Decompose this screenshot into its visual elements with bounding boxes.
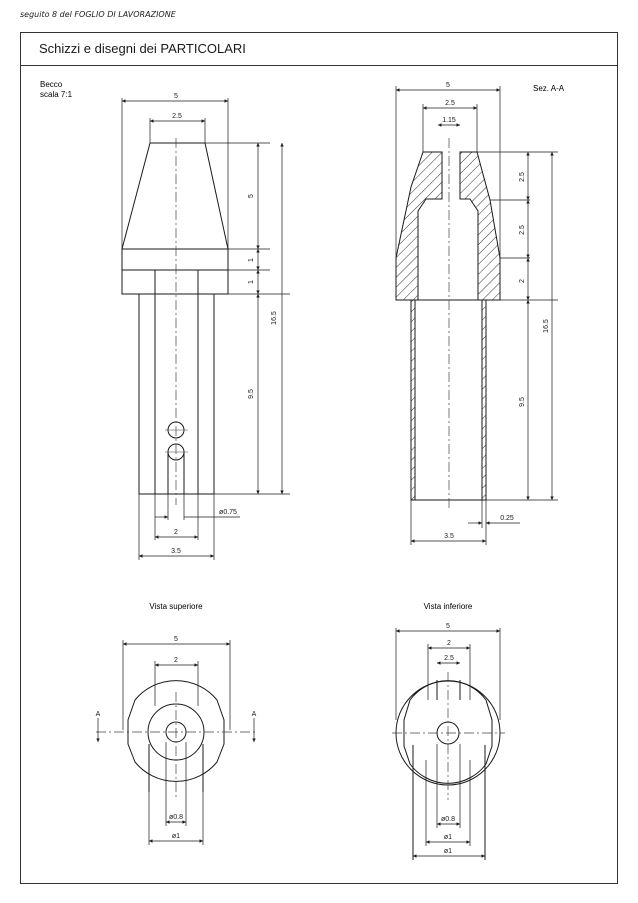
section-dim-h3: 2	[519, 279, 526, 283]
bottom-view-label: Vista inferiore	[424, 602, 473, 611]
drawing-sheet: Schizzi e disegni dei PARTICOLARI	[20, 32, 618, 884]
bottom-dim-inner: 2.5	[444, 655, 454, 662]
bottom-view	[392, 672, 505, 860]
section-dim-h1: 2.5	[519, 172, 526, 182]
section-dim-total: 16.5	[543, 319, 550, 333]
section-dim-shaft: 9.5	[519, 397, 526, 407]
sheet-title: Schizzi e disegni dei PARTICOLARI	[39, 41, 246, 56]
top-dim-outer: 5	[174, 636, 178, 643]
top-dim-d1: ø1	[172, 833, 180, 840]
top-view-label: Vista superiore	[149, 602, 203, 611]
part-name: Becco	[40, 80, 63, 89]
front-dim-band2: 1	[248, 280, 255, 284]
section-dim-neck: 2.5	[445, 100, 455, 107]
top-dim-inner: 2	[174, 657, 178, 664]
bottom-dim-d2: ø1	[444, 848, 452, 855]
bottom-dim-d1: ø1	[444, 834, 452, 841]
section-dim-wall: 0.25	[500, 515, 514, 522]
top-dim-bore: ø0.8	[169, 814, 183, 821]
section-wall-left	[395, 151, 443, 301]
front-band-2	[121, 269, 229, 295]
section-bore	[414, 299, 483, 501]
front-shaft	[138, 293, 215, 495]
front-dim-band1: 1	[248, 258, 255, 262]
sheet-continuation-header: seguito 8 del FOGLIO DI LAVORAZIONE	[20, 10, 176, 19]
section-view	[395, 138, 501, 508]
section-dimensions	[395, 86, 558, 545]
front-dimensions	[121, 98, 290, 560]
section-dim-bore-top: 1.15	[442, 117, 456, 124]
top-view	[96, 680, 258, 800]
front-dim-shaft: 9.5	[248, 389, 255, 399]
front-dim-hole-spacing: 2	[174, 529, 178, 536]
section-label: Sez. A-A	[533, 84, 565, 93]
front-dim-neck: 2.5	[172, 113, 182, 120]
title-bar: Schizzi e disegni dei PARTICOLARI	[21, 33, 617, 66]
section-mark-left: A	[96, 711, 101, 718]
bottom-dim-mid: 2	[447, 640, 451, 647]
top-dimensions	[96, 640, 256, 845]
section-dim-h2: 2.5	[519, 225, 526, 235]
bottom-dimensions	[395, 628, 501, 858]
front-dim-hole-d: ø0.75	[219, 509, 237, 516]
bottom-dim-outer: 5	[446, 623, 450, 630]
section-mark-right: A	[252, 711, 257, 718]
front-cone	[121, 142, 229, 250]
front-dim-cone-h: 5	[248, 194, 255, 198]
front-dim-total: 16.5	[271, 311, 278, 325]
top-outer-profile	[127, 680, 225, 782]
front-dim-shaft-w: 3.5	[171, 548, 181, 555]
bottom-dim-bore: ø0.8	[441, 816, 455, 823]
front-dim-top-width: 5	[174, 93, 178, 100]
section-dim-top-width: 5	[446, 82, 450, 89]
part-scale: scala 7:1	[40, 90, 73, 99]
front-band-1	[121, 248, 229, 271]
section-wall-right	[459, 151, 501, 301]
section-dim-shaft-w: 3.5	[444, 533, 454, 540]
front-view	[121, 138, 229, 505]
